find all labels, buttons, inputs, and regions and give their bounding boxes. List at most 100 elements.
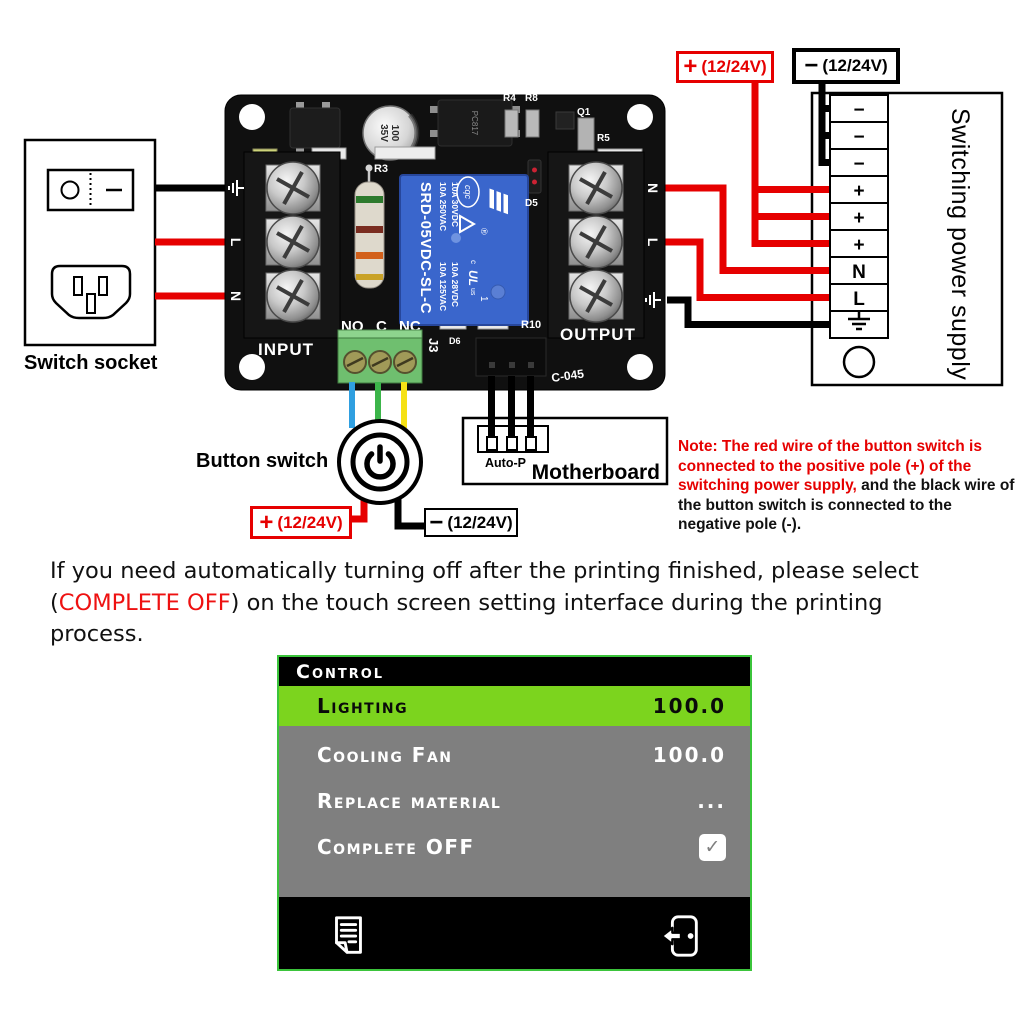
silkscreen-c: C (376, 318, 387, 335)
menu-row-cooling-fan[interactable]: Cooling Fan 100.0 (279, 732, 750, 778)
screen-title-bar: Control (279, 657, 750, 686)
negative-voltage-label-top: − (12/24V) (792, 48, 900, 84)
terminal-label: − (853, 127, 864, 148)
relay-module-board: 100 35V PC817 (224, 93, 666, 391)
terminal-label: L (853, 289, 865, 310)
silkscreen-r8: R8 (525, 93, 538, 104)
terminal-label: N (852, 262, 866, 283)
terminal-label: + (853, 208, 864, 229)
wiring-diagram: − − − + + + N L Switching power supply (23, 81, 1004, 530)
menu-row-replace-material[interactable]: Replace material ... (279, 778, 750, 824)
terminal-label: − (853, 154, 864, 175)
plus-sign: + (259, 508, 274, 536)
note-red-part: Note: The red wire of the button switch … (678, 438, 982, 494)
opto-text: PC817 (470, 111, 479, 136)
relay-model: SRD-05VDC-SL-C (417, 182, 434, 314)
header-pins (488, 376, 534, 446)
paren-open: ( (50, 589, 59, 616)
motherboard-label: Motherboard (532, 461, 660, 484)
board-id-label: C-045 (550, 367, 585, 385)
instruction-text: If you need automatically turning off af… (50, 556, 970, 651)
input-l-label: L (228, 238, 244, 247)
instruction-line3: process. (50, 621, 144, 647)
power-supply: − − − + + + N L Switching power supply (665, 81, 1004, 387)
ground-icon (645, 292, 661, 308)
terminal-strip: − − − + + + N L (829, 94, 889, 339)
cap-text: 100 (389, 125, 400, 142)
row-label: Complete OFF (317, 835, 475, 859)
row-label: Replace material (317, 789, 502, 813)
paren-close: ) (230, 589, 240, 616)
ground-icon (228, 180, 244, 196)
relay-rating: 10A 30VDC (450, 182, 460, 227)
menu-row-complete-off[interactable]: Complete OFF ✓ (279, 824, 750, 870)
relay-num: 1 (478, 296, 489, 302)
voltage-text: (12/24V) (822, 56, 888, 75)
output-terminal-block (547, 151, 645, 339)
row-value: ... (697, 789, 726, 813)
svg-text:UL: UL (466, 270, 480, 286)
silkscreen-r10: R10 (521, 319, 541, 331)
connector-label: Auto-P (485, 456, 526, 470)
terminal-label: − (853, 100, 864, 121)
row-label: Cooling Fan (317, 743, 453, 767)
input-terminal-block (243, 151, 341, 339)
silkscreen-q1: Q1 (577, 107, 591, 118)
negative-voltage-label-bottom: − (12/24V) (424, 508, 518, 537)
button-switch-label: Button switch (196, 450, 329, 472)
voltage-text: (12/24V) (277, 512, 343, 532)
terminal-label: + (853, 181, 864, 202)
svg-text:us: us (469, 288, 476, 296)
silkscreen-r4: R4 (503, 93, 516, 104)
relay-ul-mark: c UL us (466, 260, 480, 296)
ground-icon (848, 311, 870, 331)
j3-terminal-block (337, 329, 423, 384)
cap-text: 35V (378, 124, 389, 142)
auto-p-header (475, 337, 547, 377)
terminal-label: + (853, 235, 864, 256)
resistor (354, 164, 385, 289)
complete-off-checkbox[interactable]: ✓ (699, 833, 726, 861)
input-label: INPUT (258, 340, 314, 359)
output-label: OUTPUT (560, 325, 636, 344)
voltage-text: (12/24V) (447, 512, 513, 532)
voltage-text: (12/24V) (701, 57, 767, 76)
screen-title: Control (296, 660, 385, 683)
relay-cqc-mark: cqc (463, 185, 473, 200)
motherboard: Auto-P Motherboard (461, 416, 669, 486)
relay-reg-mark: ® (479, 228, 489, 235)
minus-sign: − (429, 508, 444, 536)
row-value: 100.0 (652, 743, 726, 767)
power-icon (364, 444, 396, 480)
input-wires (155, 184, 228, 300)
relay-rating: 10A 125VAC (438, 262, 448, 311)
switch-socket (23, 138, 157, 347)
button-positive-wire (350, 494, 368, 523)
menu-row-lighting[interactable]: Lighting 100.0 (279, 686, 750, 726)
relay-rating: 10A 28VDC (450, 262, 460, 307)
instruction-line1: If you need automatically turning off af… (50, 558, 919, 584)
ic-chip (289, 102, 341, 154)
silkscreen-d6: D6 (449, 336, 461, 346)
relay-stripes-logo (489, 188, 508, 215)
diode-d5 (527, 159, 542, 194)
button-negative-wire (394, 494, 424, 530)
supply-hole (842, 345, 876, 379)
relay-rating: 10A 250VAC (438, 182, 448, 231)
rocker-switch-icon (46, 168, 135, 212)
exit-icon[interactable] (658, 912, 704, 960)
plus-sign: + (683, 53, 698, 80)
pages-icon[interactable] (325, 912, 371, 960)
complete-off-highlight: COMPLETE OFF (58, 589, 231, 616)
power-supply-label: Switching power supply (946, 108, 974, 380)
note-black-part: and the black wire of the button switch … (678, 477, 1015, 533)
silkscreen-r5: R5 (597, 133, 610, 144)
silkscreen-j3: J3 (426, 338, 441, 352)
socket-outlet-icon (50, 264, 132, 320)
row-label: Lighting (317, 694, 409, 718)
button-switch (337, 382, 424, 530)
output-l-label: L (645, 238, 661, 247)
silkscreen-d5: D5 (525, 198, 538, 209)
relay-triangle-mark (459, 214, 477, 234)
